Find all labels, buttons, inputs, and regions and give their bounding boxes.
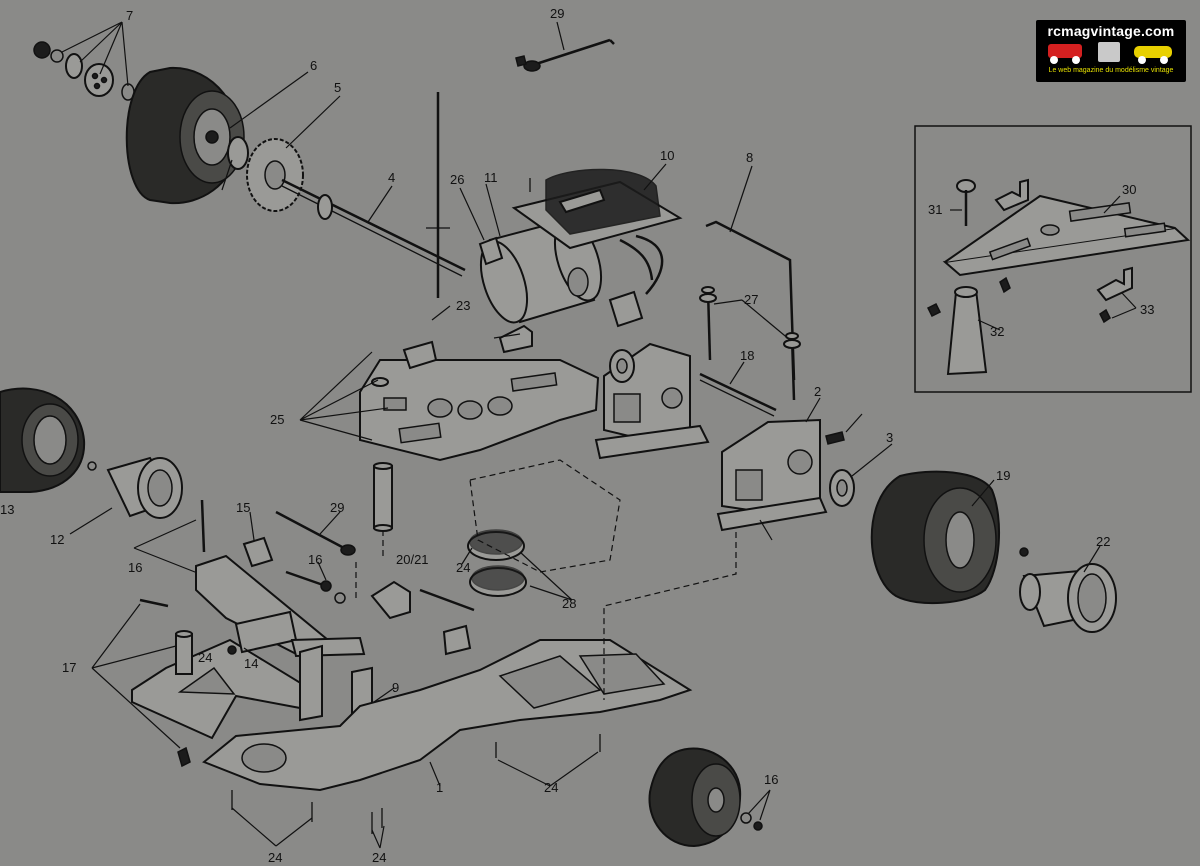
logo-tagline: Le web magazine du modélisme vintage	[1048, 67, 1174, 74]
engine-ghost	[469, 459, 621, 573]
label-18: 18	[740, 348, 754, 363]
gearbox-upper	[594, 342, 777, 460]
main-chassis	[202, 639, 693, 792]
label-31: 31	[928, 202, 942, 217]
label-7: 7	[126, 8, 133, 23]
label-10: 10	[660, 148, 674, 163]
antenna	[426, 92, 450, 298]
upper-plate	[299, 305, 600, 462]
rear-wheel-assembly	[33, 21, 466, 277]
right-rear-tire	[870, 470, 1000, 605]
left-front-wheel	[0, 387, 183, 535]
front-plate	[91, 554, 395, 768]
label-19: 19	[996, 468, 1010, 483]
label-20-21: 20/21	[396, 552, 429, 567]
logo-car-icon	[1048, 42, 1172, 64]
label-14: 14	[244, 656, 258, 671]
screws	[231, 734, 601, 849]
label-24-bc: 24	[372, 850, 386, 865]
inset-box	[914, 125, 1192, 393]
label-32: 32	[990, 324, 1004, 339]
label-16-mid: 16	[308, 552, 322, 567]
label-29-mid: 29	[330, 500, 344, 515]
label-23: 23	[456, 298, 470, 313]
linkage-rod-top	[515, 21, 615, 72]
spur-gears	[461, 529, 573, 601]
label-24-gear: 24	[456, 560, 470, 575]
label-12: 12	[50, 532, 64, 547]
steering-parts	[133, 499, 475, 656]
label-11: 11	[484, 170, 498, 185]
label-6: 6	[310, 58, 317, 73]
assembly-guides	[355, 532, 737, 700]
label-30: 30	[1122, 182, 1136, 197]
label-16-left: 16	[128, 560, 142, 575]
pillar	[373, 462, 393, 560]
label-28: 28	[562, 596, 576, 611]
label-33: 33	[1140, 302, 1154, 317]
label-3: 3	[886, 430, 893, 445]
label-16-right: 16	[764, 772, 778, 787]
label-17: 17	[62, 660, 76, 675]
servo	[511, 163, 683, 328]
rod-8	[705, 165, 796, 381]
label-8: 8	[746, 150, 753, 165]
label-27: 27	[744, 292, 758, 307]
gearbox-lower	[716, 397, 893, 541]
label-15: 15	[236, 500, 250, 515]
hub-right	[1019, 545, 1117, 633]
label-25: 25	[270, 412, 284, 427]
label-5: 5	[334, 80, 341, 95]
label-29-top: 29	[550, 6, 564, 21]
site-logo[interactable]: rcmagvintage.com Le web magazine du modé…	[1036, 20, 1186, 82]
label-13: 13	[0, 502, 14, 517]
posts	[699, 286, 801, 401]
part-labels: 7 6 5 4 29 26 11 10 8 30 31 33 32 27 23 …	[0, 6, 1154, 865]
label-24-front: 24	[198, 650, 212, 665]
label-22: 22	[1096, 534, 1110, 549]
label-2-upper: 2	[814, 384, 821, 399]
label-24-bl: 24	[268, 850, 282, 865]
label-9: 9	[392, 680, 399, 695]
logo-title: rcmagvintage.com	[1047, 23, 1175, 39]
label-4: 4	[388, 170, 395, 185]
label-26: 26	[450, 172, 464, 187]
label-1: 1	[436, 780, 443, 795]
front-right-wheel	[648, 747, 771, 848]
label-24-mid: 24	[544, 780, 558, 795]
